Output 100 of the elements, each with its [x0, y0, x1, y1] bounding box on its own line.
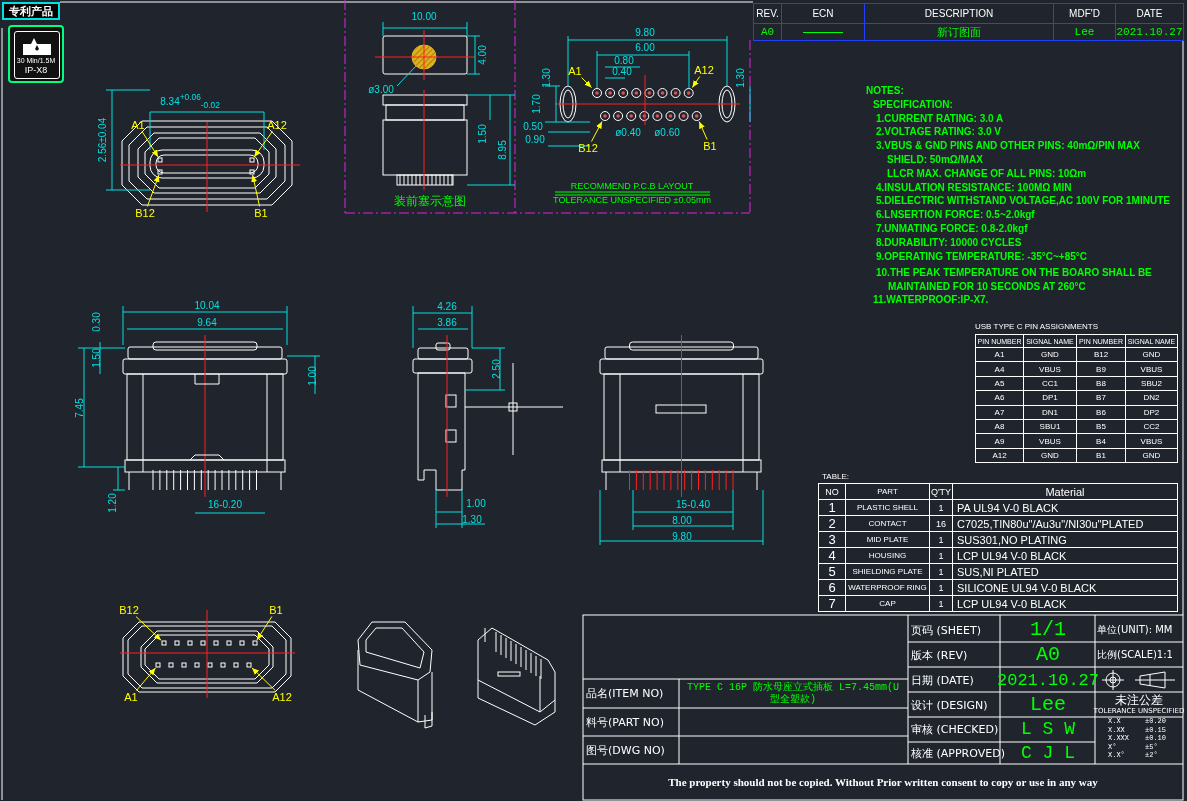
field-label: 比例(SCALE)1:1 [1097, 650, 1173, 660]
note-text: 10.THE PEAK TEMPERATURE ON THE BOARO SHALL BE MAINTAINED FOR 10 SECONDS AT 260°C [876, 266, 1153, 294]
pin-label: B1 [703, 140, 717, 152]
note-text: SHIELD: 50mΩ/MAX [887, 155, 983, 165]
pin-label: B12 [135, 207, 155, 219]
dimension-value: 1.30 [462, 515, 482, 525]
dimension-value: 0.90 [525, 135, 545, 145]
note-text: LLCR MAX. CHANGE OF ALL PINS: 10Ωm [887, 168, 1087, 179]
dimension-value: 0.30 [92, 312, 102, 332]
note-text: 2.VOLTAGE RATING: 3.0 V [876, 127, 1001, 138]
dimension-value: ø3.00 [368, 85, 394, 95]
waterproof-badge [8, 25, 64, 83]
dimension-value: 1.70 [532, 94, 542, 114]
dimension-value: ø0.40 [615, 128, 641, 138]
field-value: 1/1 [1030, 620, 1066, 640]
table-cell: A0 [753, 23, 782, 41]
note-text: 4.INSULATION RESISTANCE: 100MΩ MIN [876, 182, 1072, 193]
dimension-value: 4.26 [437, 302, 457, 312]
pin-label: A1 [124, 691, 138, 703]
table-cell: A12 [975, 447, 1024, 464]
dimension-value: 9.64 [197, 318, 217, 328]
badge-text: IP-X8 [23, 65, 49, 75]
pin-hole [683, 88, 694, 98]
field-label: 料号(PART NO) [586, 716, 664, 728]
dimension-value: 10.04 [194, 301, 220, 311]
note-text: 9.OPERATING TEMPERATURE: -35°C~+85°C [876, 251, 1087, 262]
pin-label: A12 [272, 691, 292, 703]
dimension-value: 8.95 [498, 140, 508, 160]
copyright-notice: The property should not be copied. Without Prior written consent to copy or use in any way [667, 775, 1099, 789]
note-text: 11.WATERPROOF:IP-X7. [873, 295, 989, 305]
dimension-value: 1.00 [466, 499, 486, 509]
leader-line [256, 616, 273, 641]
view-caption: RECOMMEND P.C.B LAYOUT [570, 181, 694, 191]
patent-badge [2, 2, 60, 20]
leader-line [251, 667, 276, 691]
note-text: NOTES: [866, 86, 904, 96]
dimension-value: 2.56±0.04 [98, 117, 108, 163]
field-label: 图号(DWG NO) [586, 744, 665, 756]
leader-line [691, 76, 701, 88]
field-label: 核准 (APPROVED) [911, 747, 1005, 759]
pin-contact [161, 640, 167, 646]
field-value: A0 [1036, 645, 1060, 665]
dimension-value: 7.45 [75, 398, 85, 418]
pin-contact [249, 157, 255, 163]
note-text: 8.DURABILITY: 10000 CYCLES [876, 237, 1022, 248]
field-label: 未注公差 [1115, 694, 1163, 706]
pin-hole [691, 111, 702, 121]
leader-line [251, 174, 261, 207]
table-cell: GND [1125, 447, 1178, 464]
field-label: 设计 (DESIGN) [911, 699, 988, 711]
field-label: 版本 (REV) [911, 649, 968, 661]
field-label: 单位(UNIT): MM [1097, 625, 1173, 635]
dimension-value: 0.80 [614, 56, 634, 66]
badge-text: 专利产品 [9, 3, 53, 19]
field-label: 日期 (DATE) [911, 674, 974, 686]
field-label: 品名(ITEM NO) [586, 687, 664, 699]
pin-contact [246, 662, 252, 668]
pin-contact [155, 662, 161, 668]
pin-contact [252, 640, 258, 646]
view-caption: 装前塞示意图 [394, 195, 466, 207]
field-value: L S W [1021, 720, 1075, 738]
dimension-value: 6.00 [635, 43, 655, 53]
dimension-value: 1.30 [542, 68, 552, 88]
dimension-value: 10.00 [411, 12, 437, 22]
leader-line [136, 667, 156, 691]
field-label: 审核 (CHECKED) [911, 723, 999, 735]
dimension-value: 4.00 [478, 45, 488, 65]
dimension-value: 2.50 [492, 359, 502, 379]
dimension-value: 8.00 [672, 516, 692, 526]
note-text: 6.LNSERTION FORCE: 0.5~2.0kgf [876, 210, 1035, 221]
dimension-value: 16-0.20 [208, 500, 242, 510]
pin-label: A12 [694, 64, 714, 76]
leader-line [590, 121, 603, 142]
dimension-value: 0.40 [612, 67, 632, 77]
leader-line [135, 616, 162, 641]
table-cell: LCP UL94 V-0 BLACK [952, 595, 1178, 612]
dimension-value: 1.00 [308, 366, 318, 386]
pin-contact [249, 169, 255, 175]
pin-hole [592, 88, 602, 98]
leader-line [146, 174, 160, 207]
pin-label: A1 [568, 65, 582, 77]
table-cell: 7 [818, 595, 846, 612]
field-value: Lee [1030, 695, 1066, 715]
tolerance-note: TOLERANCE UNSPECIFIED ±0.05mm [553, 195, 711, 205]
note-text: 7.UNMATING FORCE: 0.8-2.0kgf [876, 224, 1028, 234]
dimension-value: 9.80 [635, 28, 655, 38]
dimension-value: 1.50 [478, 124, 488, 144]
dimension-value: 9.80 [672, 532, 692, 542]
table-cell: DATE [1115, 3, 1184, 24]
note-text: 1.CURRENT RATING: 3.0 A [876, 113, 1004, 124]
dimension-value: ø0.60 [654, 128, 680, 138]
dimension-value: 1.30 [736, 68, 746, 88]
table-title: TABLE: [822, 473, 849, 481]
pin-hole [600, 111, 610, 121]
table-cell: 2021.10.27 [1115, 23, 1184, 41]
field-label: 页码 (SHEET) [911, 624, 981, 636]
note-text: SPECIFICATION: [873, 99, 953, 110]
table-cell: 新订图面 [864, 23, 1054, 41]
pin-label: B1 [254, 207, 268, 219]
leader-line [253, 131, 273, 158]
